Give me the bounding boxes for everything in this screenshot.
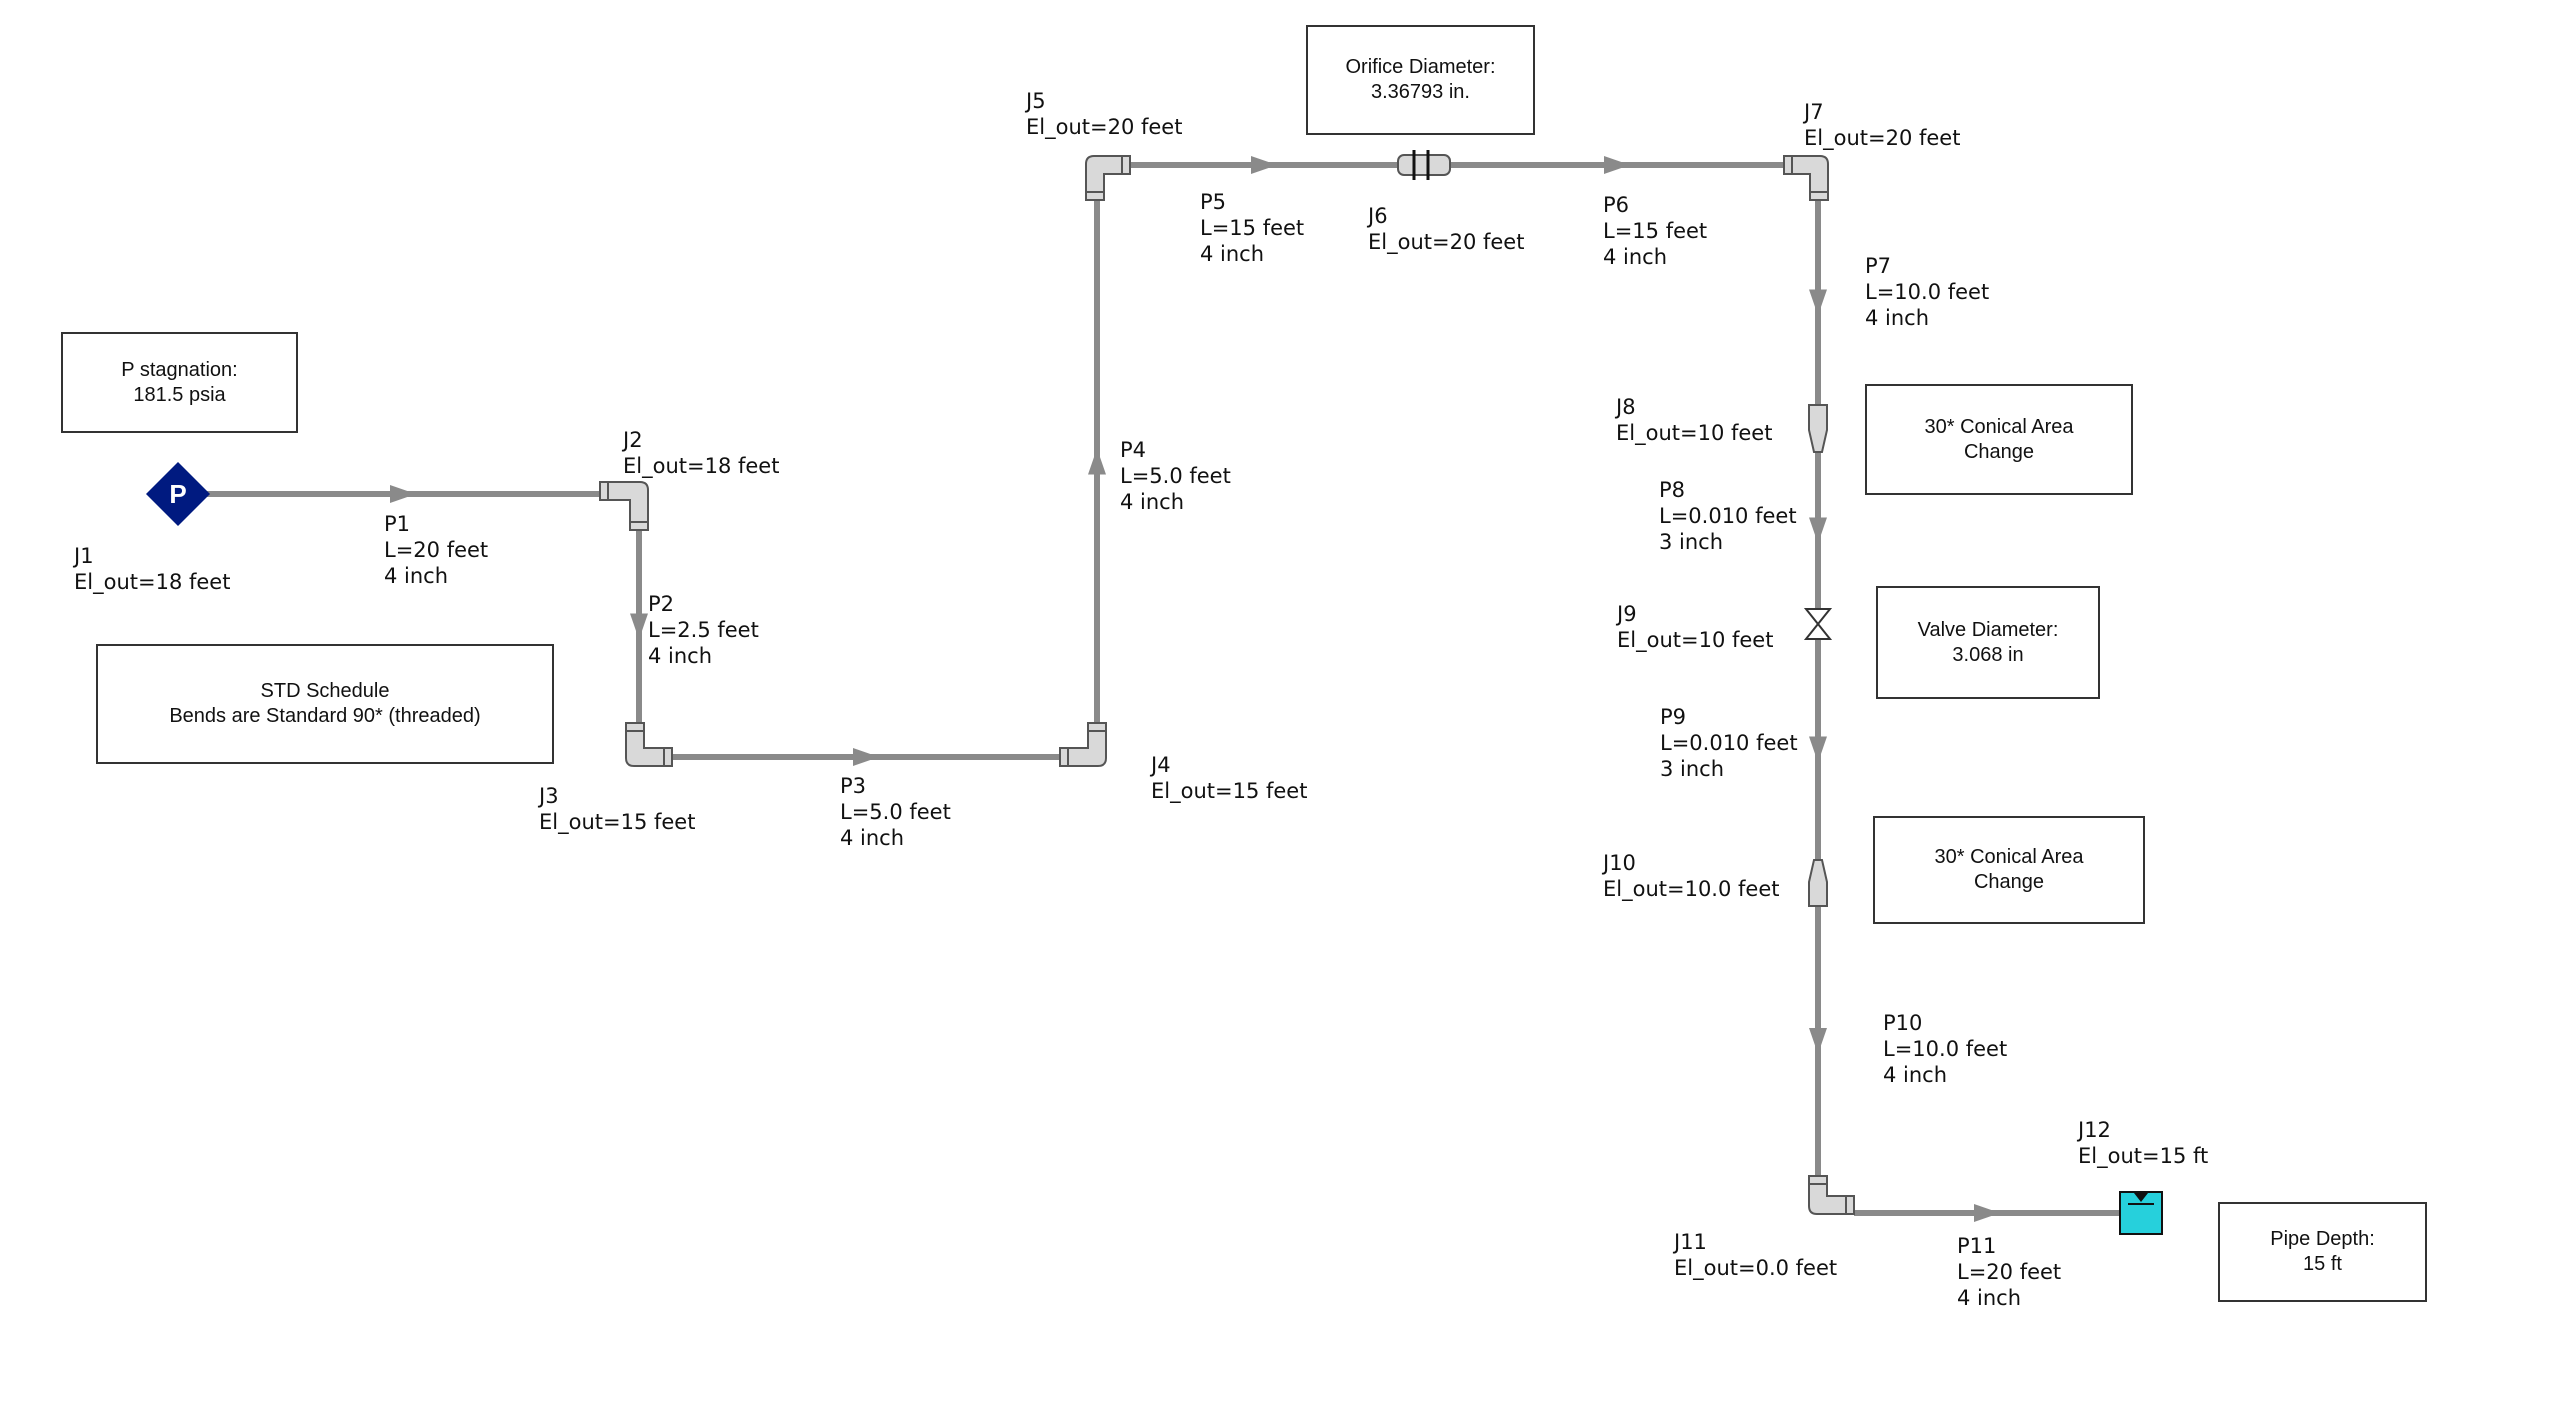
pressure-symbol: P — [169, 479, 186, 509]
note-p-stagnation[interactable]: P stagnation:181.5 psia — [61, 332, 298, 433]
junction-j12-reservoir-icon[interactable] — [2119, 1191, 2163, 1235]
junction-j2-bend-icon[interactable] — [599, 481, 649, 531]
junction-j4-bend-icon[interactable] — [1059, 722, 1107, 767]
flow-arrow-p8 — [1809, 517, 1827, 544]
junction-j8-area-change-icon[interactable] — [1808, 404, 1828, 453]
junction-j11-bend-icon[interactable] — [1808, 1175, 1855, 1215]
junction-j9-valve-icon[interactable] — [1803, 608, 1833, 640]
junction-j7-bend-icon[interactable] — [1783, 155, 1829, 201]
flow-arrow-p9 — [1809, 736, 1827, 763]
flow-arrow-p11 — [1974, 1204, 2000, 1222]
junction-j3-bend-icon[interactable] — [625, 722, 673, 767]
note-valve-diameter[interactable]: Valve Diameter:3.068 in — [1876, 586, 2100, 699]
flow-arrow-p3 — [853, 748, 879, 766]
junction-j10-area-change-icon[interactable] — [1808, 859, 1828, 907]
flow-arrow-p1 — [390, 485, 416, 503]
junctions-layer: P — [146, 150, 2163, 1235]
junction-j6-orifice-icon[interactable] — [1397, 150, 1451, 180]
flow-arrow-p10 — [1809, 1028, 1827, 1054]
flow-arrow-p5 — [1251, 156, 1277, 174]
flow-arrow-p6 — [1604, 156, 1630, 174]
junction-j5-bend-icon[interactable] — [1085, 155, 1131, 201]
note-pipe-depth[interactable]: Pipe Depth:15 ft — [2218, 1202, 2427, 1302]
flow-arrow-p7 — [1809, 289, 1827, 316]
flow-arrow-p2 — [630, 613, 648, 640]
note-orifice-diameter[interactable]: Orifice Diameter:3.36793 in. — [1306, 25, 1535, 135]
flow-arrow-p4 — [1088, 448, 1106, 475]
junction-j1-pressure-icon[interactable]: P — [146, 462, 210, 526]
flow-arrows-layer — [390, 156, 2000, 1222]
